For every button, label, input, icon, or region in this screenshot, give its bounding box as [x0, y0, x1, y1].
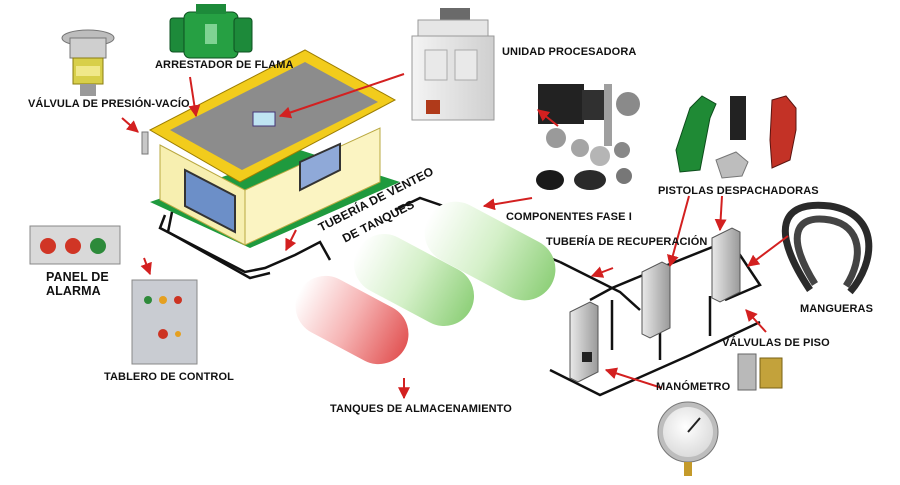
label-hoses: MANGUERAS — [800, 303, 874, 315]
label-control-board: TABLERO DE CONTROL — [104, 371, 234, 383]
alarm-panel-illustration — [29, 225, 121, 265]
dispenser-3 — [711, 227, 741, 303]
dispenser-2 — [641, 261, 671, 339]
label-dispensing-nozzles: PISTOLAS DESPACHADORAS — [658, 185, 819, 197]
tank-green-2 — [424, 201, 556, 301]
dispenser-1 — [569, 301, 599, 383]
flame-arrester-illustration — [169, 4, 253, 59]
dispensing-nozzles-illustration — [675, 95, 797, 179]
label-processing-unit: UNIDAD PROCESADORA — [502, 46, 637, 58]
manometer-illustration — [657, 401, 719, 476]
hoses-illustration — [781, 201, 873, 295]
tank-green-1 — [353, 234, 475, 326]
label-floor-valves: VÁLVULAS DE PISO — [722, 337, 830, 349]
label-pressure-vacuum-valve: VÁLVULA DE PRESIÓN-VACÍO — [28, 98, 190, 110]
label-storage-tanks: TANQUES DE ALMACENAMIENTO — [330, 403, 512, 415]
label-recovery-pipe: TUBERÍA DE RECUPERACIÓN — [546, 236, 708, 248]
processing-unit-illustration — [411, 8, 495, 121]
phase-one-components-illustration — [536, 84, 640, 190]
label-manometer: MANÓMETRO — [656, 381, 731, 393]
label-alarm-panel-line1: PANEL DE — [46, 270, 109, 284]
tank-red — [295, 275, 409, 365]
storage-tanks — [295, 201, 556, 365]
floor-valves-illustration — [737, 353, 783, 391]
dispensers — [569, 227, 741, 383]
control-board-illustration — [131, 279, 198, 365]
pressure-vacuum-valve-illustration — [61, 29, 115, 96]
label-alarm-panel-line2: ALARMA — [46, 284, 101, 298]
label-flame-arrester: ARRESTADOR DE FLAMA — [155, 59, 294, 71]
building-illustration — [141, 49, 400, 248]
callout-arrows — [121, 73, 789, 400]
label-phase-one-components: COMPONENTES FASE I — [506, 211, 632, 223]
